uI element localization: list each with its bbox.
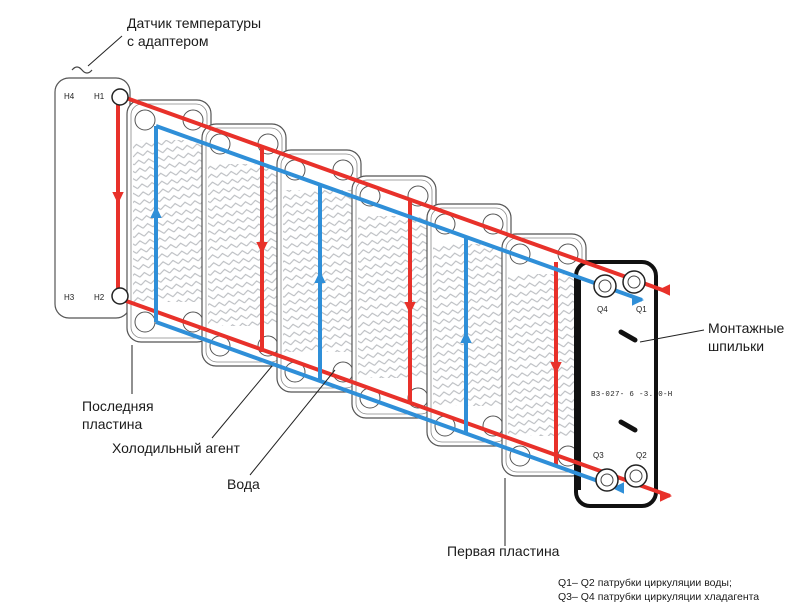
water-arrow-back	[112, 192, 124, 204]
port-fitting-inner-q2	[629, 469, 643, 483]
port-label-q4: Q4	[597, 305, 608, 314]
water-label: Вода	[227, 476, 260, 492]
plate-chevron-pattern	[508, 274, 580, 436]
port-fitting-q3	[595, 468, 619, 492]
port-fitting-q1	[622, 270, 646, 294]
refrigerant-arrow-1	[150, 206, 162, 218]
plate-chevron-pattern	[133, 140, 205, 302]
port-label-h2: H2	[94, 293, 105, 302]
water-arrow-2	[256, 242, 268, 254]
port-label-q2: Q2	[636, 451, 647, 460]
note-line2: Q3– Q4 патрубки циркуляции хладагента	[558, 591, 759, 603]
refrigerant-outlet-arrow	[632, 294, 644, 306]
plate-chevron-pattern	[208, 164, 280, 326]
refrigerant-label: Холодильный агент	[112, 440, 241, 456]
last-plate-label-line1: Последняя	[82, 398, 154, 414]
flow-lines	[112, 93, 672, 502]
plate-stack: B3-027- 6 -3. 0-H	[54, 77, 673, 508]
leader-refrigerant	[211, 365, 273, 439]
water-inlet-arrow	[658, 284, 670, 296]
leader-lines	[87, 35, 705, 546]
leader-sensor	[87, 35, 123, 67]
port-fitting-inner-q4	[598, 279, 612, 293]
back-port-circle	[111, 88, 129, 106]
plate-5	[426, 203, 512, 447]
water-arrow-6	[550, 362, 562, 374]
port-fitting-inner-q1	[627, 275, 641, 289]
sensor-label-line2: с адаптером	[127, 33, 208, 49]
port-fitting-inner-q3	[600, 473, 614, 487]
plate-2	[201, 123, 287, 367]
water-bottom-manifold	[117, 296, 671, 498]
leader-water	[249, 369, 336, 476]
leader-studs	[639, 329, 705, 343]
mounting-stud	[618, 329, 638, 343]
port-fitting-q4	[593, 274, 617, 298]
studs-label-line2: шпильки	[708, 338, 764, 354]
plate-port-hole	[134, 109, 156, 131]
last-plate-label-line2: пластина	[82, 416, 143, 432]
front-plate: B3-027- 6 -3. 0-H	[574, 260, 673, 508]
refrigerant-top-manifold	[155, 124, 643, 302]
port-label-h4: H4	[64, 92, 75, 101]
port-label-q1: Q1	[636, 305, 647, 314]
sensor-label-line1: Датчик температуры	[127, 15, 261, 31]
water-outlet-arrow	[660, 490, 672, 502]
model-code: B3-027- 6 -3. 0-H	[591, 391, 673, 399]
mounting-stud	[618, 419, 638, 433]
plate-chevron-pattern	[433, 244, 505, 406]
water-top-manifold	[117, 93, 669, 294]
refrigerant-arrow-5	[460, 331, 472, 343]
refrigerant-inlet-arrow	[612, 482, 624, 494]
refrigerant-bottom-manifold	[155, 320, 613, 488]
water-arrow-4	[404, 302, 416, 314]
port-fitting-q2	[624, 464, 648, 488]
port-label-h1: H1	[94, 92, 105, 101]
temperature-sensor	[71, 66, 93, 74]
first-plate-label: Первая пластина	[447, 543, 560, 559]
plate-chevron-pattern	[358, 216, 430, 378]
port-label-h3: H3	[64, 293, 75, 302]
refrigerant-arrow-3	[314, 271, 326, 283]
port-label-q3: Q3	[593, 451, 604, 460]
studs-label-line1: Монтажные	[708, 320, 785, 336]
plate-port-hole	[134, 311, 156, 333]
note-line1: Q1– Q2 патрубки циркуляции воды;	[558, 577, 732, 589]
back-port-circle	[111, 287, 129, 305]
